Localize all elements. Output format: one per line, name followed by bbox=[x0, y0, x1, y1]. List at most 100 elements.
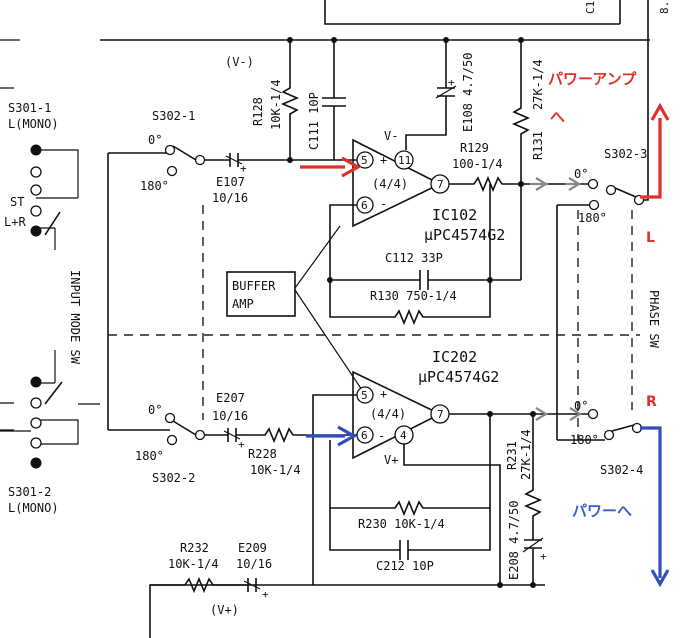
s301-1-mode: L(MONO) bbox=[8, 117, 59, 131]
s302-1-label: S302-1 bbox=[152, 109, 195, 123]
c111-label: C111 10P bbox=[307, 92, 321, 150]
left-border bbox=[0, 39, 20, 431]
ic102-feedback bbox=[327, 184, 521, 326]
e207-value: 10/16 bbox=[212, 409, 248, 423]
r228-value: 10K-1/4 bbox=[250, 463, 301, 477]
s302-4-deg0: 0° bbox=[574, 399, 588, 413]
lr-label: L+R bbox=[4, 215, 26, 229]
s302-2-deg180: 180° bbox=[135, 449, 164, 463]
ic202-output bbox=[329, 408, 643, 585]
c212-label: C212 10P bbox=[376, 559, 434, 573]
st-label: ST bbox=[10, 195, 24, 209]
s302-2-deg0: 0° bbox=[148, 403, 162, 417]
e107-label: E107 bbox=[216, 175, 245, 189]
s302-1-deg0: 0° bbox=[148, 133, 162, 147]
ic102-plus: + bbox=[380, 153, 387, 167]
s302-4-deg180: 180° bbox=[570, 433, 599, 447]
e107-plus: + bbox=[240, 162, 247, 175]
ic102-pin5: 5 bbox=[361, 154, 368, 167]
s302-3-deg180: 180° bbox=[578, 211, 607, 225]
c1-label: C1 bbox=[584, 1, 597, 14]
corner-label: 8. bbox=[658, 1, 671, 14]
s302-3-label: S302-3 bbox=[604, 147, 647, 161]
e108-label: E108 4.7/50 bbox=[461, 53, 475, 132]
ic202-fraction: (4/4) bbox=[370, 407, 406, 421]
e108 bbox=[405, 40, 457, 150]
ic102-label: IC102 bbox=[432, 206, 477, 224]
e207-plus: + bbox=[238, 438, 245, 451]
ic102-pin11: 11 bbox=[398, 154, 411, 167]
ic102-output bbox=[449, 40, 649, 440]
ic102-vminus-pin: V- bbox=[384, 129, 398, 143]
ic202-minus: - bbox=[378, 429, 385, 443]
buffer-amp-line2: AMP bbox=[232, 297, 254, 311]
dashed-boundary bbox=[108, 205, 640, 440]
ic102-opamp bbox=[352, 138, 450, 228]
s301-switch-block bbox=[0, 144, 100, 469]
r232-label: R232 bbox=[180, 541, 209, 555]
ic202-pin7: 7 bbox=[437, 408, 444, 421]
ic202-label: IC202 bbox=[432, 348, 477, 366]
ic202-input-chain bbox=[108, 412, 357, 446]
r128-value: 10K-1/4 bbox=[269, 79, 283, 130]
e108-plus: + bbox=[448, 76, 455, 89]
e208-label: E208 4.7/50 bbox=[507, 501, 521, 580]
e209-label: E209 bbox=[238, 541, 267, 555]
ic202-vplus-pin: V+ bbox=[384, 453, 398, 467]
r131-label: R131 bbox=[531, 131, 545, 160]
annotation-power-amp-to: へ bbox=[550, 108, 565, 126]
ic102-fraction: (4/4) bbox=[372, 177, 408, 191]
ic202-part: μPC4574G2 bbox=[418, 368, 499, 386]
r231-label: R231 bbox=[505, 441, 519, 470]
r232-value: 10K-1/4 bbox=[168, 557, 219, 571]
channel-r-label: R bbox=[646, 394, 657, 410]
s302-3-deg0: 0° bbox=[574, 167, 588, 181]
s302-1-deg180: 180° bbox=[140, 179, 169, 193]
input-mode-sw-label: INPUT MODE SW bbox=[68, 270, 82, 365]
ic202-opamp bbox=[312, 370, 501, 585]
e107-value: 10/16 bbox=[212, 191, 248, 205]
ic202-pin5: 5 bbox=[361, 389, 368, 402]
annotation-power-amp: パワーアンプ bbox=[548, 70, 637, 88]
ic102-part: μPC4574G2 bbox=[424, 226, 505, 244]
blue-annotation-arrows bbox=[306, 425, 670, 588]
r129-label: R129 bbox=[460, 141, 489, 155]
buffer-amp-box bbox=[226, 225, 363, 391]
phase-sw-label: PHASE SW bbox=[647, 290, 661, 349]
top-partial-box bbox=[324, 0, 649, 40]
vminus-label: (V-) bbox=[225, 55, 254, 69]
r231-value: 27K-1/4 bbox=[519, 429, 533, 480]
vplus-label: (V+) bbox=[210, 603, 239, 617]
s301-2-mode: L(MONO) bbox=[8, 501, 59, 515]
r131 bbox=[511, 40, 531, 280]
ic102-pin7: 7 bbox=[437, 178, 444, 191]
s301-1-label: S301-1 bbox=[8, 101, 51, 115]
channel-l-label: L bbox=[646, 230, 655, 246]
ic202-plus: + bbox=[380, 387, 387, 401]
r131-value: 27K-1/4 bbox=[531, 59, 545, 110]
ic102-pin6: 6 bbox=[361, 199, 368, 212]
ic102-minus: - bbox=[380, 197, 387, 211]
r128-label: R128 bbox=[251, 97, 265, 126]
e209-value: 10/16 bbox=[236, 557, 272, 571]
r129-value: 100-1/4 bbox=[452, 157, 503, 171]
c112-label: C112 33P bbox=[385, 251, 443, 265]
r130-label: R130 750-1/4 bbox=[370, 289, 457, 303]
s302-2-label: S302-2 bbox=[152, 471, 195, 485]
ic202-pin6: 6 bbox=[361, 429, 368, 442]
vminus-rail bbox=[100, 37, 650, 43]
ic202-pin4: 4 bbox=[400, 429, 407, 442]
r230-label: R230 10K-1/4 bbox=[358, 517, 445, 531]
r128-c111 bbox=[280, 40, 346, 160]
red-annotation-arrows bbox=[300, 102, 670, 421]
s301-2-label: S301-2 bbox=[8, 485, 51, 499]
ic102-input-chain bbox=[107, 144, 365, 430]
buffer-amp-line1: BUFFER bbox=[232, 279, 276, 293]
e207-label: E207 bbox=[216, 391, 245, 405]
annotation-power-to: パワーへ bbox=[572, 502, 632, 520]
r232-e209 bbox=[150, 576, 261, 594]
r228-label: R228 bbox=[248, 447, 277, 461]
s302-4-label: S302-4 bbox=[600, 463, 643, 477]
e209-plus: + bbox=[262, 588, 269, 601]
